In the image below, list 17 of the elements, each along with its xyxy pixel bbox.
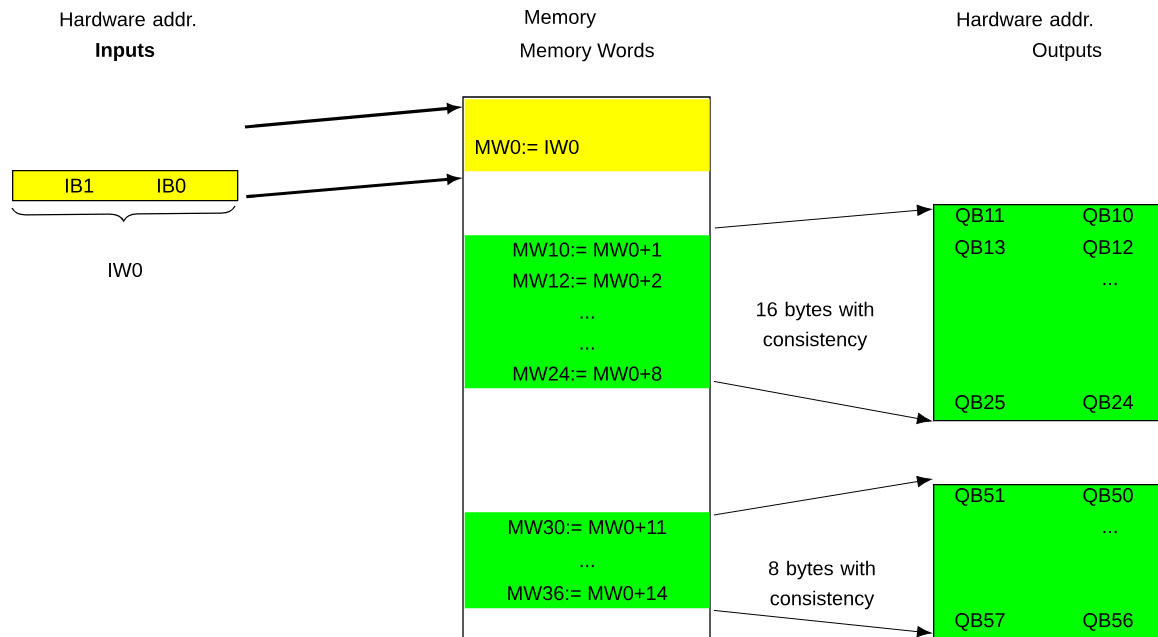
heading: Inputs: [96, 43, 155, 61]
memory-block: MW30:= MW0+11 ... MW36:= MW0+14: [464, 512, 710, 609]
arrow: [713, 475, 932, 516]
memory-block: MW0:= IW0: [464, 99, 710, 172]
note: 8 bytes with consistency: [768, 560, 875, 610]
output-box: QB11 QB10 QB13 QB12 ... QB25 QB24: [933, 204, 1158, 422]
arrow: [713, 380, 932, 425]
output-box: QB51 QB50 ... QB57 QB56: [933, 484, 1158, 637]
arrow: [713, 609, 932, 637]
brace-label: IW0: [109, 262, 142, 278]
heading: Outputs: [1032, 42, 1102, 62]
arrow: [714, 204, 932, 229]
note: 16 bytes with consistency: [757, 301, 874, 351]
heading: Hardware addr.: [60, 11, 196, 27]
heading: Hardware addr.: [957, 11, 1093, 27]
input-box: IB1 IB0: [12, 170, 239, 202]
memory-block: MW10:= MW0+1 MW12:= MW0+2 ... ... MW24:= MW0+8: [464, 235, 710, 389]
